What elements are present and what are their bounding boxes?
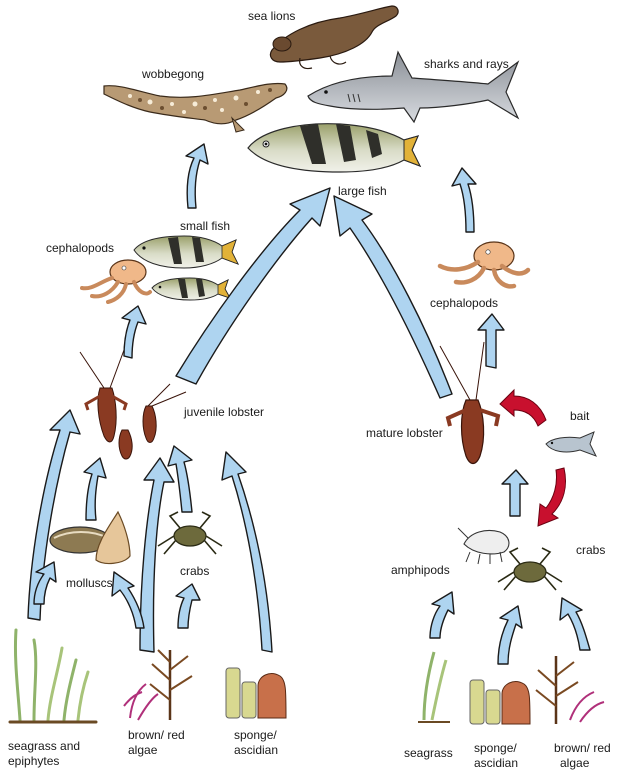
label-small-fish: small fish [180, 219, 231, 233]
brown-red-algae-icon [535, 656, 605, 724]
bait-arrow [499, 388, 566, 527]
feeding-arrow [27, 143, 591, 665]
label-wobbegong: wobbegong [142, 67, 205, 81]
large-fish-icon [247, 123, 422, 173]
cephalopod-icon [80, 259, 152, 304]
label-mature-lobster: mature lobster [366, 426, 443, 440]
small-fish-icon [151, 277, 232, 301]
lobster-icon [142, 383, 187, 443]
label-seagrass-right: seagrass [404, 746, 453, 760]
brown-red-algae-icon [123, 649, 193, 721]
mature-lobster-icon [439, 341, 501, 465]
label-sponge-ascidian-left-line1: sponge/ [234, 728, 277, 742]
label-bait: bait [570, 409, 590, 423]
label-sponge-ascidian-left-line2: ascidian [234, 743, 279, 757]
cephalopod-icon [437, 241, 531, 289]
label-seagrass-and-epiphytes-line1: seagrass and [8, 739, 81, 753]
label-crabs-left: crabs [180, 564, 210, 578]
lobster-icon [118, 429, 133, 460]
label-brown-red-algae-right-line2: algae [560, 756, 590, 770]
molluscs-icon [49, 510, 131, 565]
bait-fish-icon [545, 431, 598, 457]
sea-lion-icon [269, 5, 399, 70]
label-brown-red-algae-left-line1: brown/ red [128, 728, 185, 742]
crab-icon [497, 547, 563, 591]
label-brown-red-algae-right-line1: brown/ red [554, 741, 611, 755]
label-amphipods: amphipods [391, 563, 450, 577]
label-sea-lions: sea lions [248, 9, 296, 23]
label-sharks-and-rays: sharks and rays [424, 57, 509, 71]
shark-icon [307, 50, 520, 124]
label-sponge-ascidian-right-line1: sponge/ [474, 741, 517, 755]
label-crabs-right: crabs [576, 543, 606, 557]
label-cephalopods-right: cephalopods [430, 296, 499, 310]
crab-icon [157, 511, 223, 555]
label-large-fish: large fish [338, 184, 387, 198]
wobbegong-icon [103, 82, 288, 133]
amphipod-icon [457, 527, 510, 565]
sponge-ascidian-icon [225, 667, 287, 719]
label-sponge-ascidian-right-line2: ascidian [474, 756, 519, 770]
small-fish-icon [133, 235, 240, 269]
label-brown-red-algae-left-line2: algae [128, 743, 158, 757]
seagrass-icon [418, 651, 450, 723]
label-molluscs: molluscs [66, 576, 113, 590]
sponge-ascidian-icon [469, 679, 531, 725]
label-cephalopods-left: cephalopods [46, 241, 115, 255]
label-juvenile-lobster: juvenile lobster [184, 405, 265, 419]
seagrass-epiphytes-icon [8, 628, 98, 724]
lobster-icon [79, 349, 128, 443]
label-seagrass-and-epiphytes-line2: epiphytes [8, 754, 60, 768]
